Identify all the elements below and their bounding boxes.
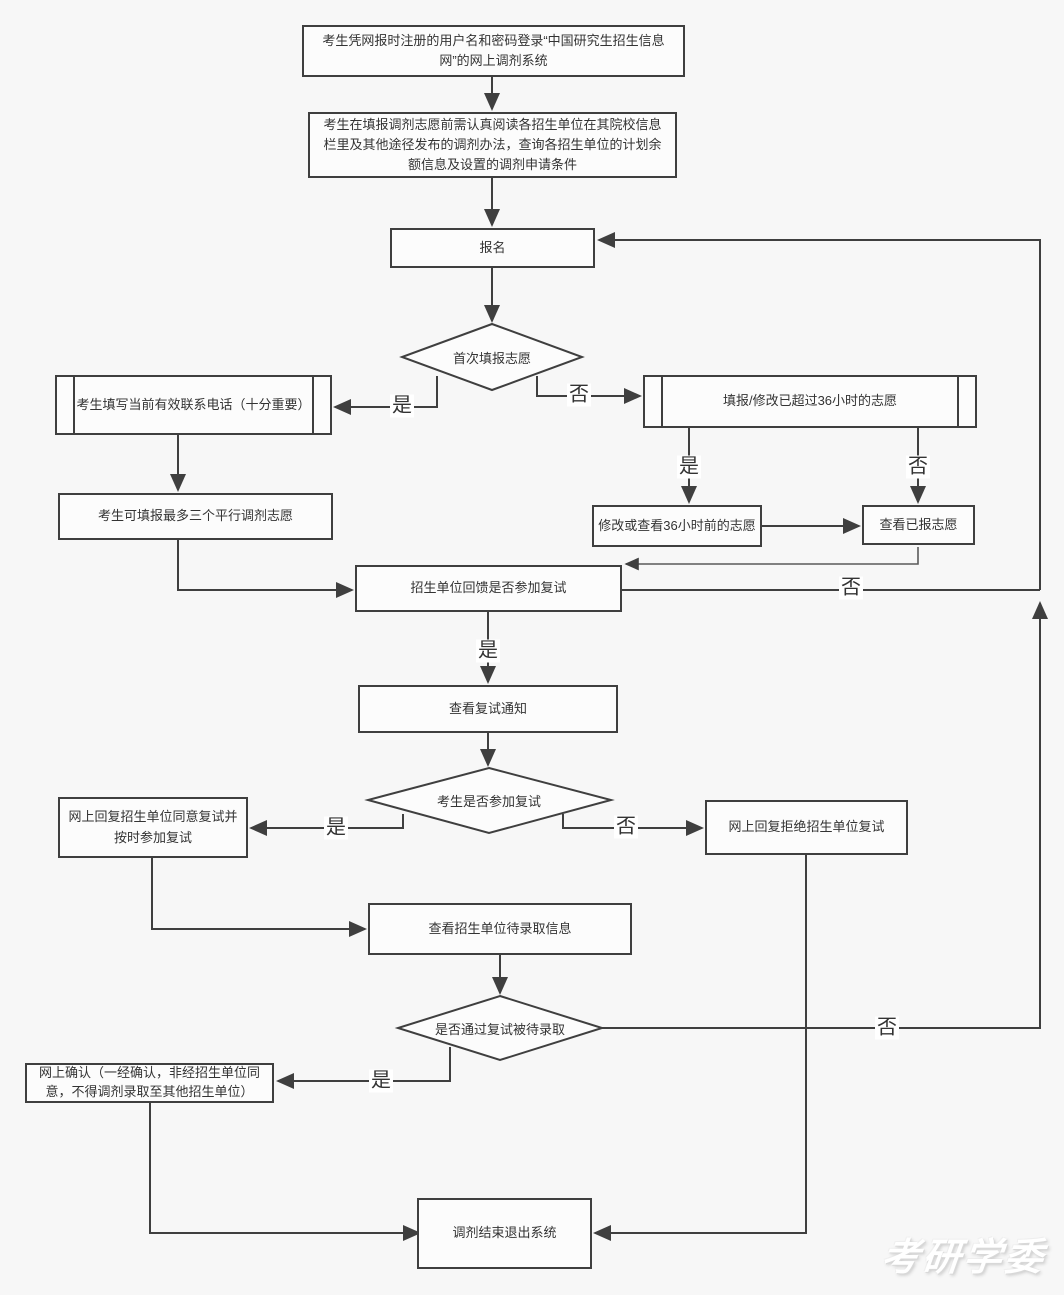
edge-label-no: 否 — [567, 383, 591, 407]
edge-label-no: 否 — [906, 455, 930, 479]
node-end-label: 调剂结束退出系统 — [452, 1225, 557, 1241]
predefined-bar-right — [957, 377, 959, 426]
watermark: 考研学委 — [879, 1237, 1048, 1279]
node-view-notice-label: 查看复试通知 — [448, 700, 527, 716]
edge-label-yes: 是 — [677, 455, 701, 479]
node-three-choices: 考生可填报最多三个平行调剂志愿 — [58, 493, 333, 540]
node-reject-retest: 网上回复拒绝招生单位复试 — [705, 800, 908, 855]
node-over36: 填报/修改已超过36小时的志愿 — [643, 375, 977, 428]
predefined-bar-left — [73, 377, 75, 433]
decision-passed-label: 是否通过复试被待录取 — [434, 1021, 565, 1037]
node-end: 调剂结束退出系统 — [417, 1198, 592, 1269]
node-online-confirm-label: 网上确认（一经确认，非经招生单位同意，不得调剂录取至其他招生单位） — [38, 1065, 260, 1099]
predefined-bar-right — [312, 377, 314, 433]
node-agree-retest-label: 网上回复招生单位同意复试并按时参加复试 — [68, 809, 238, 845]
node-view-filled: 查看已报志愿 — [862, 505, 975, 545]
node-read-rules: 考生在填报调剂志愿前需认真阅读各招生单位在其院校信息栏里及其他途径发布的调剂办法… — [308, 112, 677, 178]
node-signup-label: 报名 — [479, 239, 506, 255]
edge-label-no: 否 — [839, 576, 863, 600]
edge-label-yes: 是 — [390, 394, 414, 418]
node-phone: 考生填写当前有效联系电话（十分重要） — [55, 375, 332, 435]
node-unit-feedback: 招生单位回馈是否参加复试 — [355, 565, 622, 612]
node-login-label: 考生凭网报时注册的用户名和密码登录“中国研究生招生信息网”的网上调剂系统 — [322, 32, 665, 68]
decision-first-choice-label: 首次填报志愿 — [452, 350, 531, 366]
predefined-bar-left — [661, 377, 663, 426]
node-view-notice: 查看复试通知 — [358, 685, 618, 733]
edge-label-yes: 是 — [324, 816, 348, 840]
node-reject-retest-label: 网上回复拒绝招生单位复试 — [728, 819, 885, 835]
node-pending-admission: 查看招生单位待录取信息 — [368, 903, 632, 955]
node-login: 考生凭网报时注册的用户名和密码登录“中国研究生招生信息网”的网上调剂系统 — [302, 25, 685, 77]
node-view-filled-label: 查看已报志愿 — [879, 516, 958, 532]
node-three-choices-label: 考生可填报最多三个平行调剂志愿 — [97, 508, 293, 524]
decision-first-choice-shape — [399, 322, 585, 392]
node-unit-feedback-label: 招生单位回馈是否参加复试 — [410, 580, 567, 596]
node-online-confirm: 网上确认（一经确认，非经招生单位同意，不得调剂录取至其他招生单位） — [25, 1063, 274, 1103]
node-modify-view: 修改或查看36小时前的志愿 — [592, 505, 762, 547]
edge-label-yes: 是 — [369, 1069, 393, 1093]
decision-passed-shape — [394, 994, 606, 1062]
node-over36-label: 填报/修改已超过36小时的志愿 — [722, 393, 898, 409]
node-read-rules-label: 考生在填报调剂志愿前需认真阅读各招生单位在其院校信息栏里及其他途径发布的调剂办法… — [323, 116, 662, 173]
node-agree-retest: 网上回复招生单位同意复试并按时参加复试 — [58, 797, 248, 858]
decision-attend-shape — [364, 766, 615, 835]
node-modify-view-label: 修改或查看36小时前的志愿 — [598, 517, 756, 533]
edge-label-yes: 是 — [476, 639, 500, 663]
node-phone-label: 考生填写当前有效联系电话（十分重要） — [76, 396, 311, 412]
edge-label-no: 否 — [614, 815, 638, 839]
edge-label-no: 否 — [875, 1016, 899, 1040]
node-signup: 报名 — [390, 228, 595, 268]
node-pending-admission-label: 查看招生单位待录取信息 — [428, 920, 572, 936]
decision-attend-label: 考生是否参加复试 — [436, 793, 541, 809]
